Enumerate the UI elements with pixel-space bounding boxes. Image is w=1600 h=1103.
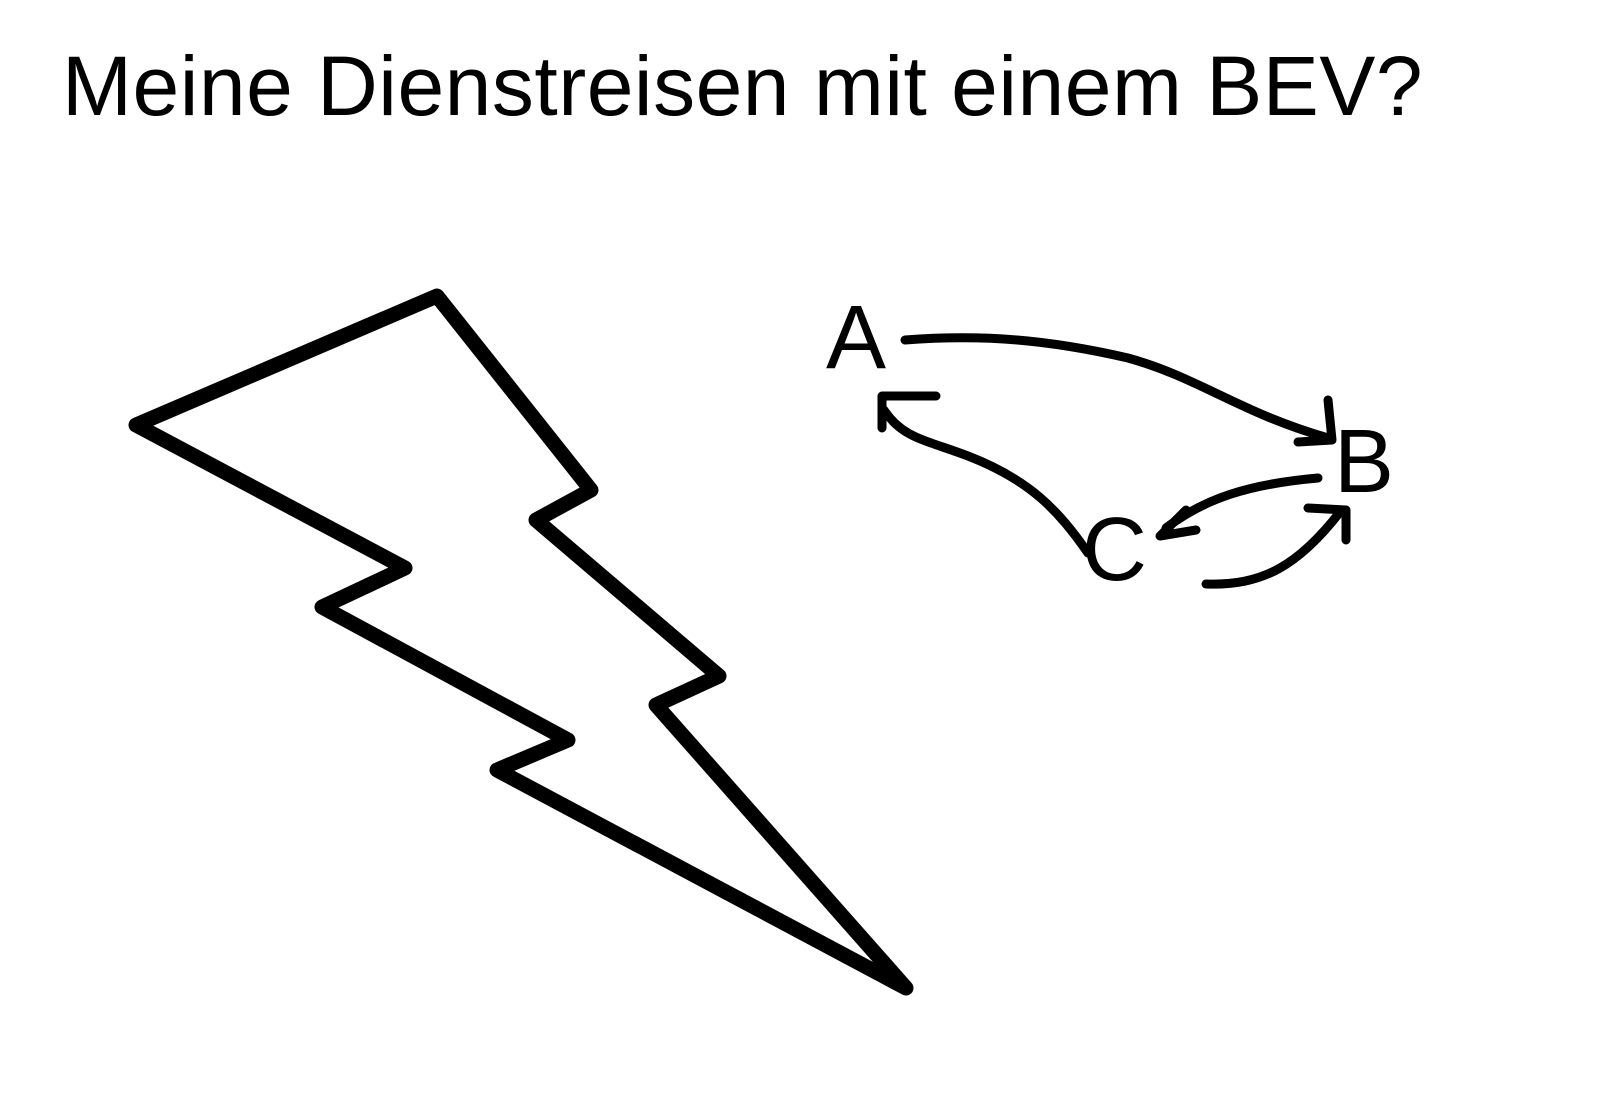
lightning-bolt-outline xyxy=(128,288,914,996)
page-title: Meine Dienstreisen mit einem BEV? xyxy=(62,39,1424,133)
node-c-label: C xyxy=(1082,500,1147,600)
edge-c-to-b xyxy=(1201,507,1345,589)
edge-b-to-c xyxy=(1161,473,1323,533)
edge-a-to-b xyxy=(900,333,1333,443)
node-a-label: A xyxy=(826,288,886,388)
arrowhead-c-from-b xyxy=(1155,505,1201,541)
arrowhead-b-from-c xyxy=(1303,503,1351,545)
arrowhead-a-from-c xyxy=(877,391,941,433)
edge-c-to-a xyxy=(879,405,1093,558)
node-b-label: B xyxy=(1334,412,1394,512)
arrowhead-b-from-a xyxy=(1293,395,1337,447)
